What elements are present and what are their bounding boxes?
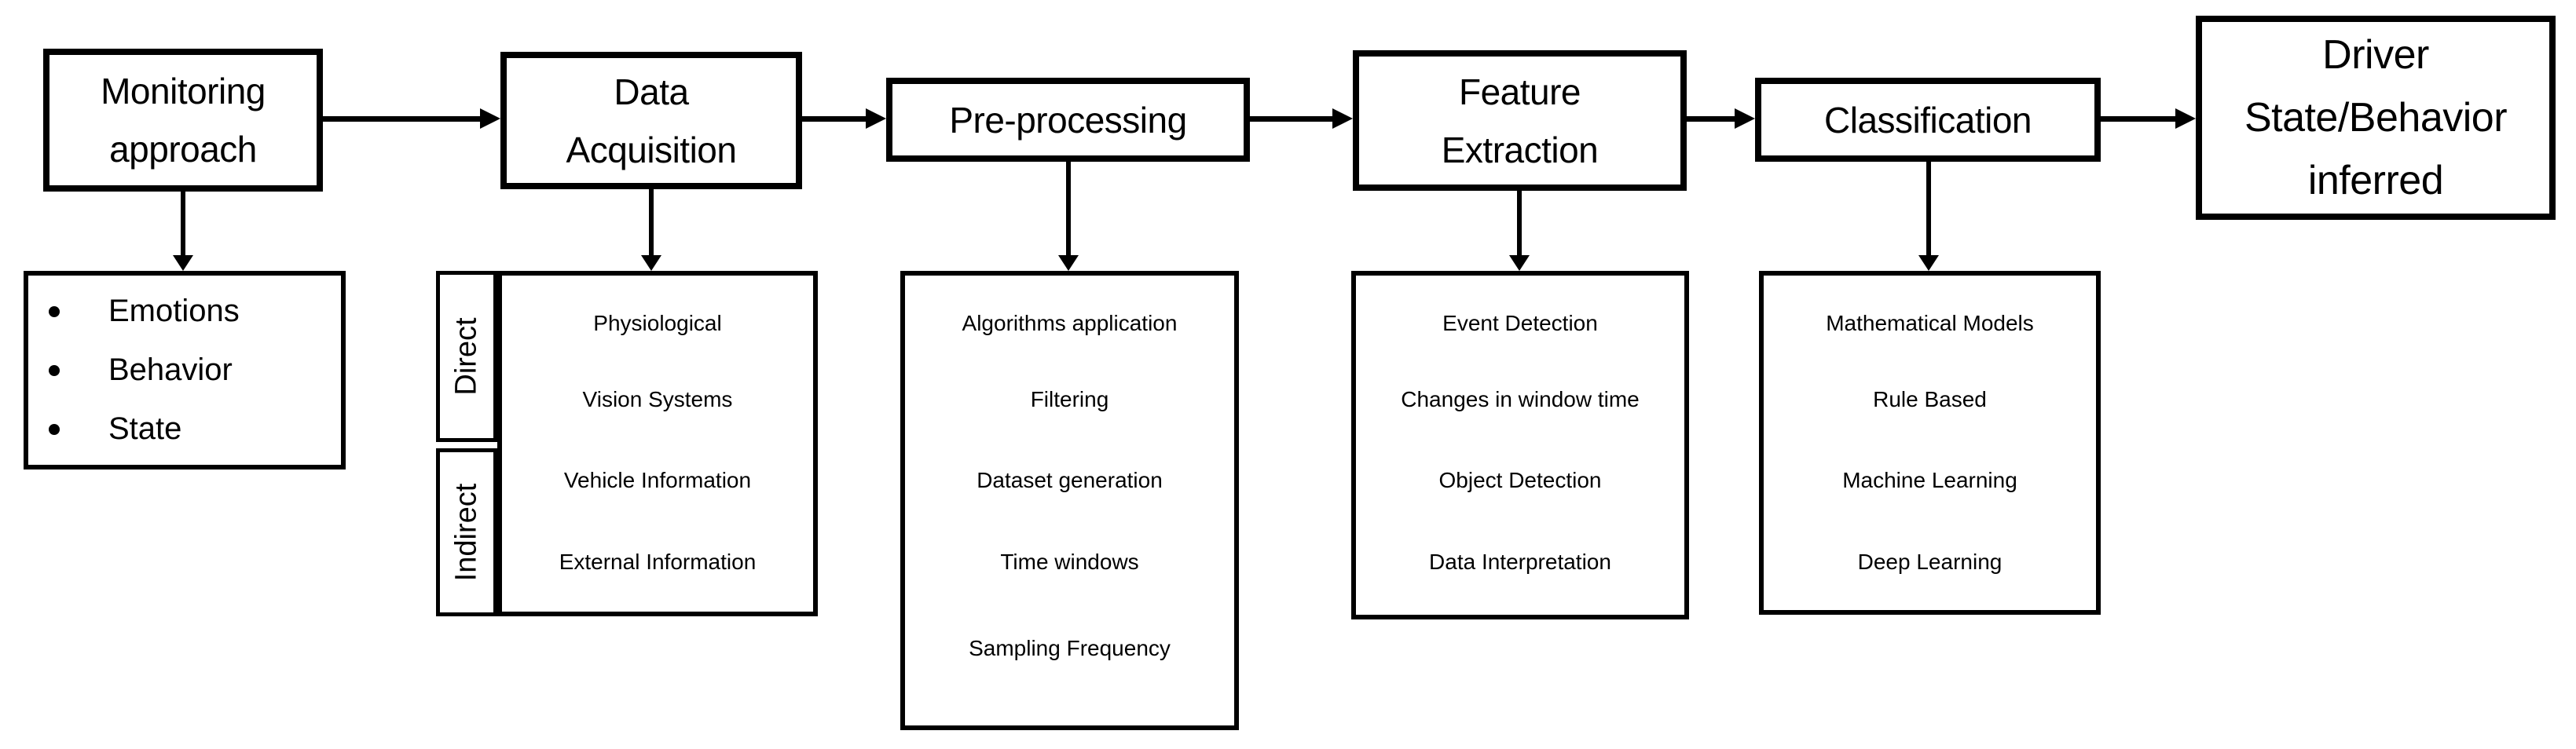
- arrow-head-icon: [1735, 108, 1755, 129]
- stage-box-data-acquisition: Data Acquisition: [500, 52, 802, 189]
- rowgroup-label-direct: Direct: [449, 317, 483, 396]
- arrow-line: [323, 116, 480, 122]
- bullet-icon: [49, 364, 60, 376]
- arrow-line: [649, 189, 654, 255]
- detail-item: Changes in window time: [1401, 387, 1640, 411]
- detail-item: Data Interpretation: [1429, 550, 1611, 574]
- detail-item: Algorithms application: [962, 311, 1178, 335]
- detail-item: Vehicle Information: [563, 468, 752, 492]
- rowgroup-label-indirect: Indirect: [449, 483, 483, 582]
- detail-item: Mathematical Models: [1826, 311, 2034, 335]
- arrow-head-icon: [1332, 108, 1353, 129]
- detail-item: Physiological: [593, 311, 722, 335]
- stage-label-driver-state-inferred: Driver State/Behavior inferred: [2244, 32, 2508, 203]
- detail-box-pre-processing: Algorithms application Filtering Dataset…: [900, 271, 1239, 730]
- detail-box-data-acquisition: Physiological Vision Systems Vehicle Inf…: [497, 271, 818, 616]
- rowgroup-cell-direct: Direct: [436, 271, 497, 442]
- stage-box-classification: Classification: [1755, 78, 2101, 162]
- arrow-head-icon: [641, 255, 661, 271]
- detail-item: Object Detection: [1438, 468, 1602, 492]
- arrow-line: [1685, 116, 1735, 122]
- arrow-head-icon: [173, 255, 193, 271]
- detail-box-classification: Mathematical Models Rule Based Machine L…: [1759, 271, 2101, 615]
- arrow-line: [801, 116, 866, 122]
- list-item: State: [28, 400, 341, 459]
- detail-box-feature-extraction: Event Detection Changes in window time O…: [1351, 271, 1689, 619]
- stage-box-driver-state-inferred: Driver State/Behavior inferred: [2196, 16, 2556, 220]
- arrow-line: [1926, 162, 1931, 255]
- stage-label-classification: Classification: [1824, 99, 2032, 141]
- stage-label-data-acquisition: Data Acquisition: [566, 71, 737, 170]
- detail-item: Machine Learning: [1842, 468, 2017, 492]
- bullet-icon: [49, 423, 60, 435]
- list-item-label: Behavior: [108, 353, 233, 387]
- bullet-icon: [49, 305, 60, 317]
- detail-item: Deep Learning: [1857, 550, 2003, 574]
- arrow-line: [181, 192, 185, 255]
- list-item: Behavior: [28, 341, 341, 400]
- list-item: Emotions: [28, 282, 341, 341]
- stage-box-monitoring-approach: Monitoring approach: [43, 49, 323, 192]
- stage-box-feature-extraction: Feature Extraction: [1353, 50, 1687, 191]
- stage-label-pre-processing: Pre-processing: [949, 99, 1187, 141]
- stage-box-pre-processing: Pre-processing: [886, 78, 1250, 162]
- arrow-line: [1066, 162, 1071, 255]
- detail-item: Sampling Frequency: [969, 636, 1171, 660]
- detail-item: External Information: [559, 550, 757, 574]
- arrow-head-icon: [866, 108, 886, 129]
- list-item-label: Emotions: [108, 294, 240, 328]
- stage-label-monitoring-approach: Monitoring approach: [101, 71, 266, 170]
- rowgroup-cell-indirect: Indirect: [436, 448, 497, 616]
- arrow-head-icon: [1058, 255, 1079, 271]
- detail-item: Vision Systems: [582, 387, 733, 411]
- arrow-head-icon: [2175, 108, 2196, 129]
- arrow-line: [1248, 116, 1332, 122]
- stage-label-feature-extraction: Feature Extraction: [1441, 71, 1599, 170]
- detail-item: Rule Based: [1873, 387, 1987, 411]
- list-item-label: State: [108, 411, 182, 446]
- detail-item: Time windows: [1000, 550, 1139, 574]
- arrow-head-icon: [1509, 255, 1530, 271]
- arrow-head-icon: [480, 108, 500, 129]
- detail-item: Dataset generation: [977, 468, 1163, 492]
- detail-item: Filtering: [1030, 387, 1109, 411]
- detail-item: Event Detection: [1442, 311, 1598, 335]
- detail-box-monitoring-approach: Emotions Behavior State: [24, 271, 346, 469]
- monitoring-bullet-list: Emotions Behavior State: [28, 282, 341, 459]
- arrow-head-icon: [1918, 255, 1939, 271]
- arrow-line: [2099, 116, 2175, 122]
- arrow-line: [1517, 191, 1522, 255]
